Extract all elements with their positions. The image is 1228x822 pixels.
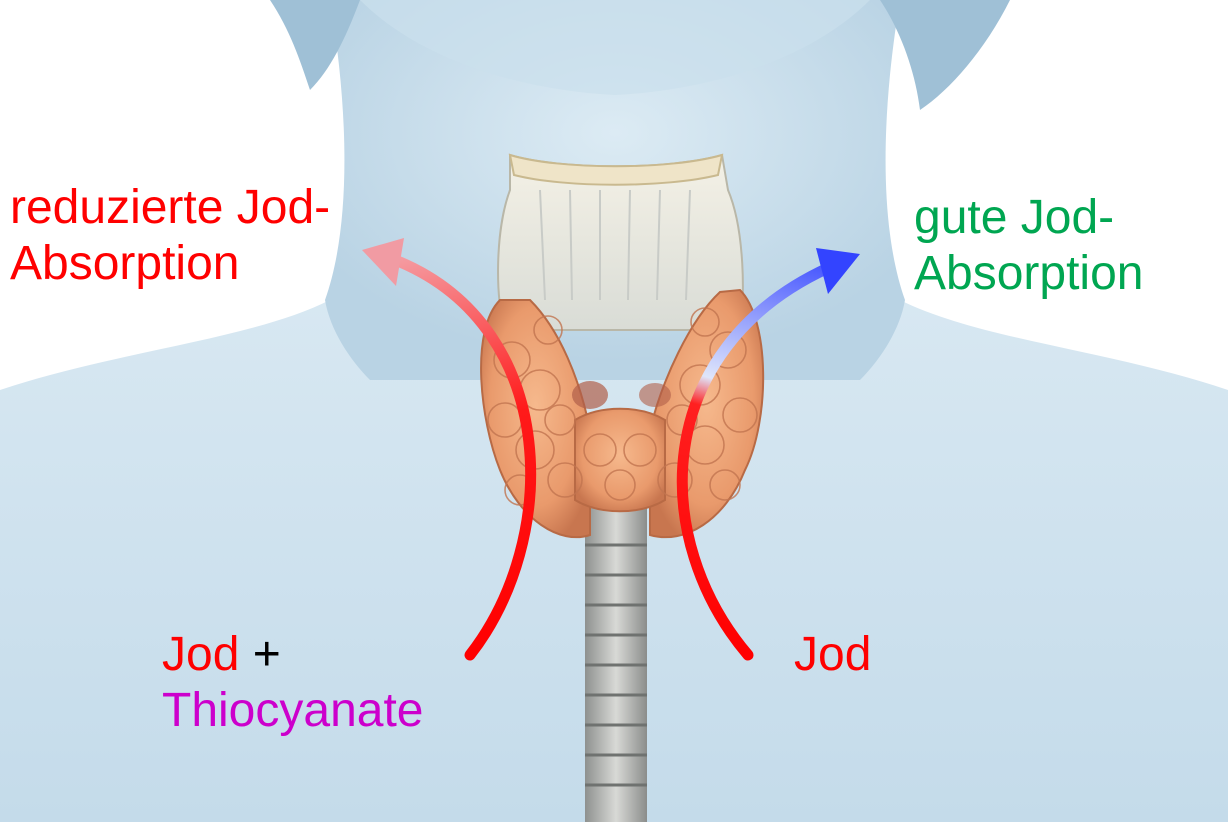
plus-sign: + <box>253 628 281 681</box>
good-absorption-line1: gute Jod- <box>914 190 1143 246</box>
iodine-thiocyanate-label: Jod + Thiocyanate <box>162 627 424 739</box>
iodine-label: Jod <box>794 627 871 683</box>
good-absorption-label: gute Jod- Absorption <box>914 190 1143 302</box>
iodine-text: Jod <box>162 628 239 681</box>
thiocyanate-text: Thiocyanate <box>162 683 424 739</box>
reduced-absorption-line2: Absorption <box>10 236 330 292</box>
good-absorption-line2: Absorption <box>914 246 1143 302</box>
reduced-absorption-label: reduzierte Jod- Absorption <box>10 180 330 292</box>
reduced-absorption-line1: reduzierte Jod- <box>10 180 330 236</box>
